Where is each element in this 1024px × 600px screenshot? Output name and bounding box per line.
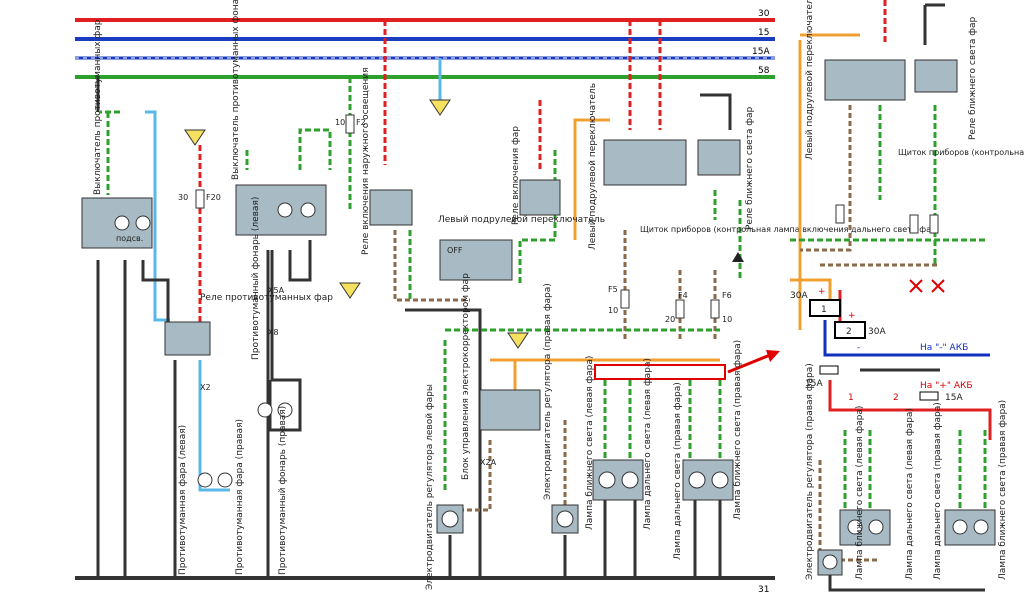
inset-relay-2 [834, 321, 866, 339]
stalk-off-label: OFF [447, 246, 463, 255]
arrow-line [727, 353, 771, 374]
inset-plus-2: + [848, 311, 856, 321]
inset-label-high-left: Лампа дальнего света (левая фара) [905, 408, 915, 580]
inset-relay-2-num: 2 [846, 327, 852, 337]
fog-relay-box [164, 321, 211, 356]
fuse-f20-value: 30 [178, 193, 188, 202]
bus-15a-label: 15A [752, 47, 770, 57]
label-high-right: Лампа дальнего света (правая фара) [673, 382, 683, 560]
label-fog-switch: Выключатель противотуманных фар [93, 19, 103, 195]
bus-58-label: 58 [758, 66, 770, 76]
fuse-f5 [620, 289, 630, 309]
conn-x5a-label: X5A [268, 286, 285, 295]
main-diagram: 30 15 15A 58 31 [75, 0, 939, 595]
fuse-f2-label: F2 [356, 118, 366, 127]
fuse-f4-label: F4 [678, 291, 688, 300]
fog-lamp-right-bulb [217, 472, 233, 488]
bus-15-label: 15 [758, 28, 769, 38]
label-outer-light-relay: Реле включения наружного освещения [361, 67, 371, 255]
highlight-frame [594, 364, 726, 380]
inset-label-low-beam-relay: Реле ближнего света фар [968, 16, 978, 140]
fuse-f4 [675, 299, 685, 319]
marker-1-bottom [339, 282, 361, 299]
inset-relay-1-rating: 30A [790, 291, 808, 301]
inset-relay-1-num: 1 [821, 305, 827, 315]
modified-diagram: 1 2 30A 30A + + - На "-" АКБ На "+" АКБ … [790, 0, 1024, 592]
label-left-stalk2: Левый подрулевой переключатель [588, 83, 598, 250]
label-low-right: Лампа ближнего света (правая фара) [733, 340, 743, 520]
fuse-f6-label: F6 [722, 291, 732, 300]
label-fog-right: Противотуманная фара (правая) [235, 419, 245, 575]
headlight-relay-box [519, 179, 561, 216]
inset-sw-2: 2 [893, 393, 899, 403]
inset-fuse-f4 [909, 214, 919, 234]
fuse-f6 [710, 299, 720, 319]
fuse-f5-label: F5 [608, 285, 618, 294]
label-fog-relay: Реле противотуманных фар [200, 293, 333, 303]
marker-2-mid [507, 332, 529, 349]
inset-fuse-2 [919, 391, 939, 401]
inset-low-beam-relay-box [914, 59, 958, 93]
inset-to-plus: На "+" АКБ [920, 381, 973, 391]
label-motor-left: Электродвигатель регулятора левой фары [425, 384, 435, 590]
outer-light-relay-box [369, 189, 413, 226]
inset-label-low-right: Лампа ближнего света (правая фара) [998, 400, 1008, 580]
inset-fuse-f5 [835, 204, 845, 224]
left-stalk-box [439, 239, 513, 281]
label-motor-right: Электродвигатель регулятора (правая фара… [543, 283, 553, 500]
motor-right-box [551, 504, 579, 534]
fuse-f2 [345, 114, 355, 134]
label-dashboard: Щиток приборов (контрольная лампа включе… [640, 225, 939, 234]
inset-fuse-2-label: 15A [945, 393, 963, 403]
label-corrector-unit: Блок управления электрокорректором фар [461, 273, 471, 480]
conn-x2a-label: X2A [480, 458, 497, 467]
inset-to-minus: На "-" АКБ [920, 343, 968, 353]
arrow-head [766, 350, 780, 362]
label-headlight-relay: Реле включения фар [511, 126, 521, 225]
fuse-f5-value: 10 [608, 306, 618, 315]
low-beam-relay-box [697, 139, 741, 176]
inset-minus: - [857, 343, 860, 353]
inset-fuse-1 [819, 365, 839, 375]
fog-switch-podsv: подсв. [116, 234, 143, 243]
inset-label-low-left: Лампа ближнего света (левая фара) [855, 406, 865, 580]
label-left-stalk: Левый подрулевой переключатель [438, 215, 605, 225]
fuse-f4-value: 20 [665, 315, 675, 324]
left-stalk2-box [603, 139, 687, 186]
inset-sw-1: 1 [848, 393, 854, 403]
fuse-f2-value: 10 [335, 118, 345, 127]
inset-relay-1 [809, 299, 841, 317]
label-high-left: Лампа дальнего света (левая фара) [643, 358, 653, 530]
fuse-f20-label: F20 [206, 193, 221, 202]
label-fog-lamp-right: Противотуманный фонарь (правая) [278, 406, 288, 575]
inset-relay-2-rating: 30A [868, 327, 886, 337]
label-low-beam-relay: Реле ближнего света фар [745, 106, 755, 230]
corrector-unit-box [479, 389, 541, 431]
fuse-f20 [195, 189, 205, 209]
inset-label-motor: Электродвигатель регулятора (правая фара… [805, 363, 815, 580]
label-fog-lamp-switch: Выключатель противотуманных фонарей [231, 0, 241, 180]
label-low-left: Лампа ближнего света (левая фара) [585, 356, 595, 530]
inset-plus-1: + [818, 287, 826, 297]
marker-1-top [184, 129, 206, 146]
label-fog-left: Противотуманная фара (левая) [178, 425, 188, 575]
rear-fog-left-bulb [257, 402, 273, 418]
inset-label-dashboard: Щиток приборов (контрольная лампа включе… [898, 148, 1024, 157]
fog-lamp-left-bulb [197, 472, 213, 488]
conn-x8-label: X8 [268, 328, 279, 337]
inset-fuse-f6 [929, 214, 939, 234]
bus-30-label: 30 [758, 9, 770, 19]
inset-left-stalk-box [824, 59, 906, 101]
bus-31-label: 31 [758, 585, 769, 595]
rear-fog-right-bulb [277, 402, 293, 418]
label-fog-lamp-left: Противотуманный фонарь (левая) [251, 197, 261, 360]
inset-label-left-stalk: Левый подрулевой переключатель [805, 0, 815, 160]
inset-fuse-1-label: 15A [805, 379, 823, 389]
fuse-f6-value: 10 [722, 315, 732, 324]
marker-2-top [429, 99, 451, 116]
inset-label-high-right: Лампа дальнего света (правая фара) [933, 402, 943, 580]
conn-x2-label: X2 [200, 383, 211, 392]
